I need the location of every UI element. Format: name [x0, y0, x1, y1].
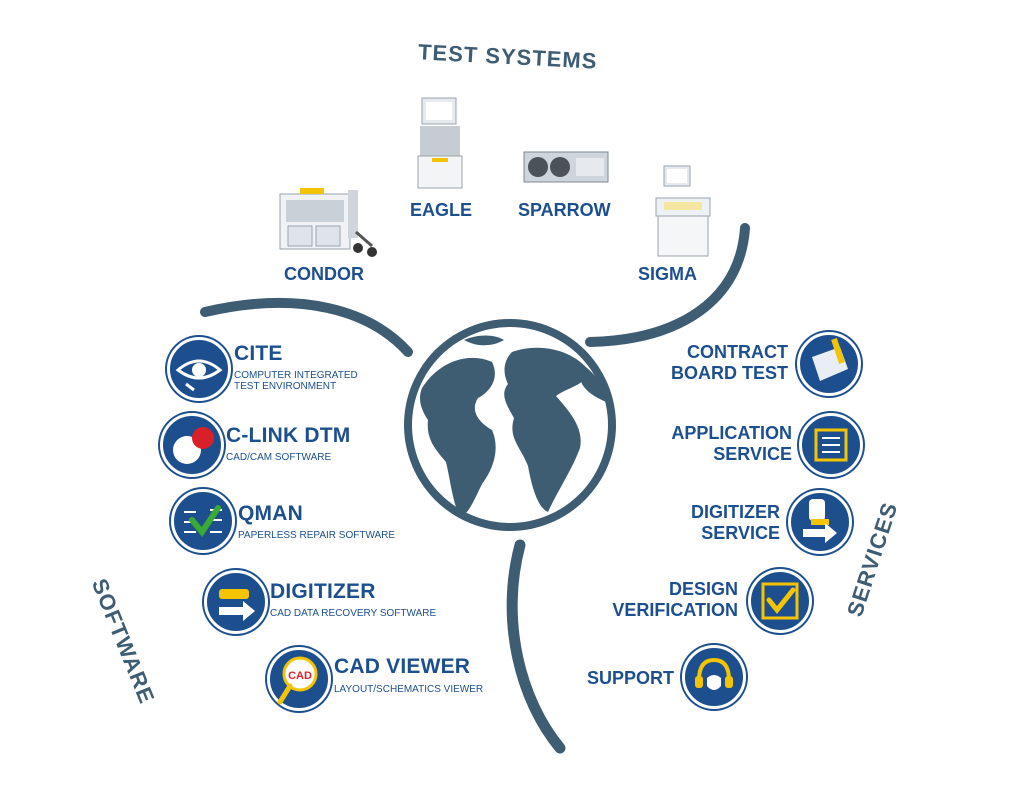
software-clink-subtitle: CAD/CAM SOFTWARE: [226, 452, 332, 463]
svg-text:CAD: CAD: [288, 670, 312, 682]
clink-globe-icon: [160, 413, 224, 477]
system-sparrow-label: SPARROW: [518, 200, 611, 220]
software-qman-title: QMAN: [238, 502, 303, 525]
globe-icon: [404, 319, 616, 531]
sigma-machine-image: [655, 165, 711, 257]
digitizer-hand-arrow-icon: [788, 490, 852, 554]
eagle-machine-image: [417, 97, 463, 189]
software-clink-title: C-LINK DTM: [226, 424, 351, 447]
service-digitizer-line1: DIGITIZER: [691, 502, 780, 522]
digitizer-arrow-icon: [204, 570, 268, 634]
right-swoosh: [585, 223, 750, 347]
service-application-line1: APPLICATION: [671, 423, 792, 443]
software-qman-subtitle: PAPERLESS REPAIR SOFTWARE: [238, 530, 396, 541]
qman-circuit-check-icon: [171, 489, 235, 553]
service-design-line2: VERIFICATION: [612, 600, 738, 620]
software-digitizer-title: DIGITIZER: [270, 580, 376, 603]
sparrow-machine-image: [523, 151, 609, 183]
service-design-line1: DESIGN: [668, 579, 738, 599]
software-cad-viewer-title: CAD VIEWER: [334, 655, 471, 678]
system-sigma-label: SIGMA: [638, 264, 698, 284]
condor-machine-image: [279, 188, 377, 257]
service-contract-line1: CONTRACT: [687, 342, 788, 362]
support-headset-icon: [682, 645, 746, 709]
system-eagle-label: EAGLE: [410, 200, 473, 220]
bottom-swoosh: [506, 539, 566, 754]
board-test-probe-icon: [797, 332, 861, 396]
design-verification-check-icon: [748, 569, 812, 633]
system-condor-label: CONDOR: [284, 264, 364, 284]
service-contract-line2: BOARD TEST: [671, 363, 788, 383]
software-digitizer-subtitle: CAD DATA RECOVERY SOFTWARE: [270, 608, 437, 619]
cad-viewer-magnifier-icon: CAD: [267, 647, 331, 711]
service-application-line2: SERVICE: [713, 444, 792, 464]
application-chip-icon: [799, 413, 863, 477]
software-cite-title: CITE: [234, 342, 283, 365]
service-digitizer-line2: SERVICE: [701, 523, 780, 543]
software-cite-subtitle-1: COMPUTER INTEGRATED: [234, 370, 358, 381]
cite-eye-icon: [167, 337, 231, 401]
software-cite-subtitle-2: TEST ENVIRONMENT: [234, 381, 337, 392]
software-cad-viewer-subtitle: LAYOUT/SCHEMATICS VIEWER: [334, 684, 484, 695]
service-support-label: SUPPORT: [586, 668, 674, 688]
